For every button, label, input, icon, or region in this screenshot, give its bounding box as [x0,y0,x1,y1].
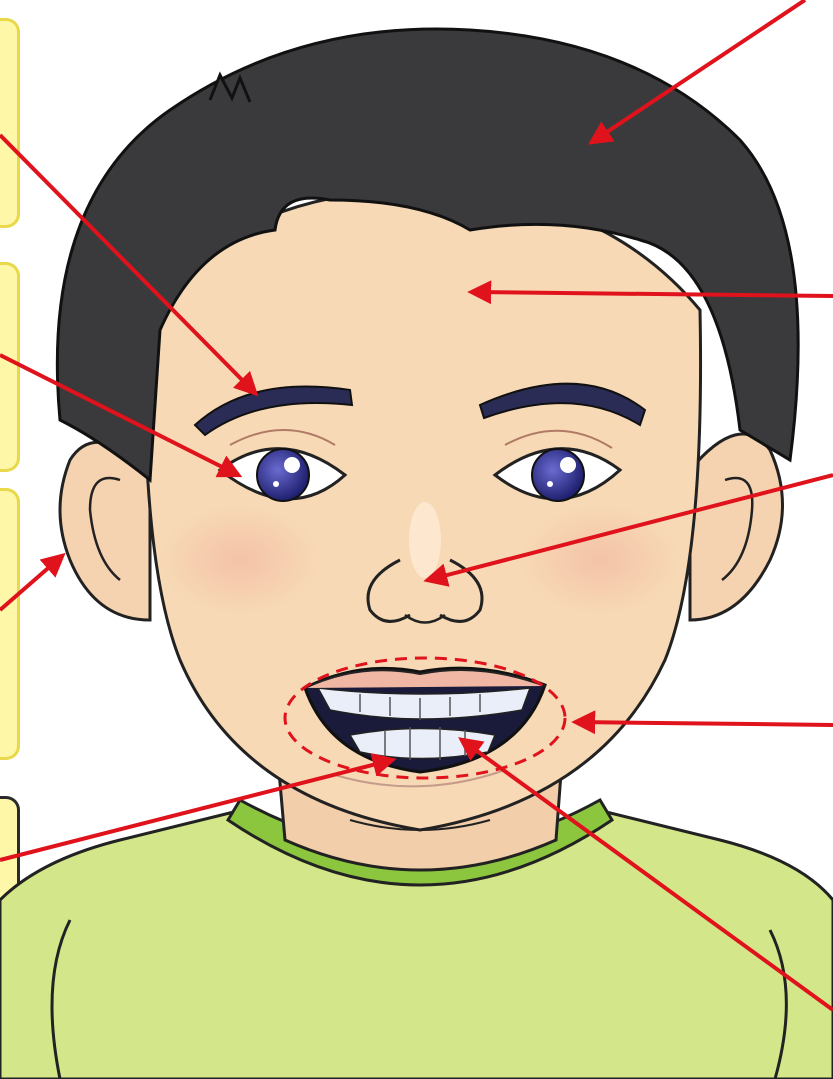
left-cheek [160,505,320,615]
arrow-ear [0,556,62,610]
lower-teeth [350,729,495,759]
